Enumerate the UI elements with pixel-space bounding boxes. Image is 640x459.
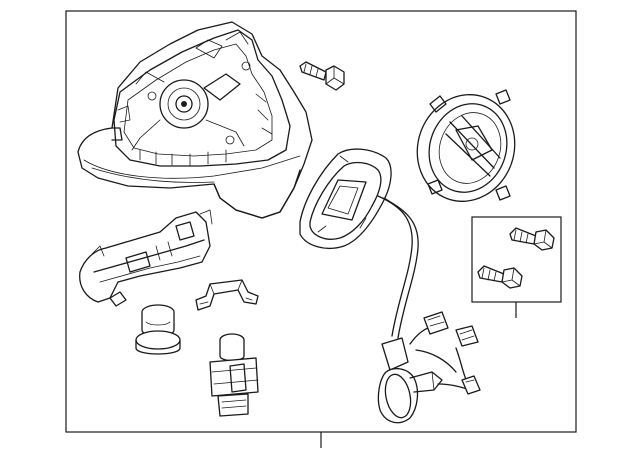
tweeter-speaker xyxy=(416,89,516,202)
mirror-housing-assembly xyxy=(77,21,313,219)
screw-set-box xyxy=(471,216,562,303)
screw-set-boxed xyxy=(471,216,562,318)
mounting-bolt xyxy=(299,61,345,91)
turn-signal-bracket xyxy=(79,209,213,307)
mirror-base-gasket xyxy=(299,148,419,339)
retaining-clip-bracket xyxy=(195,279,259,311)
wiring-harness-connector xyxy=(377,311,481,424)
puddle-lamp-bulb-socket xyxy=(135,304,181,355)
mirror-motor-actuator xyxy=(209,333,259,417)
